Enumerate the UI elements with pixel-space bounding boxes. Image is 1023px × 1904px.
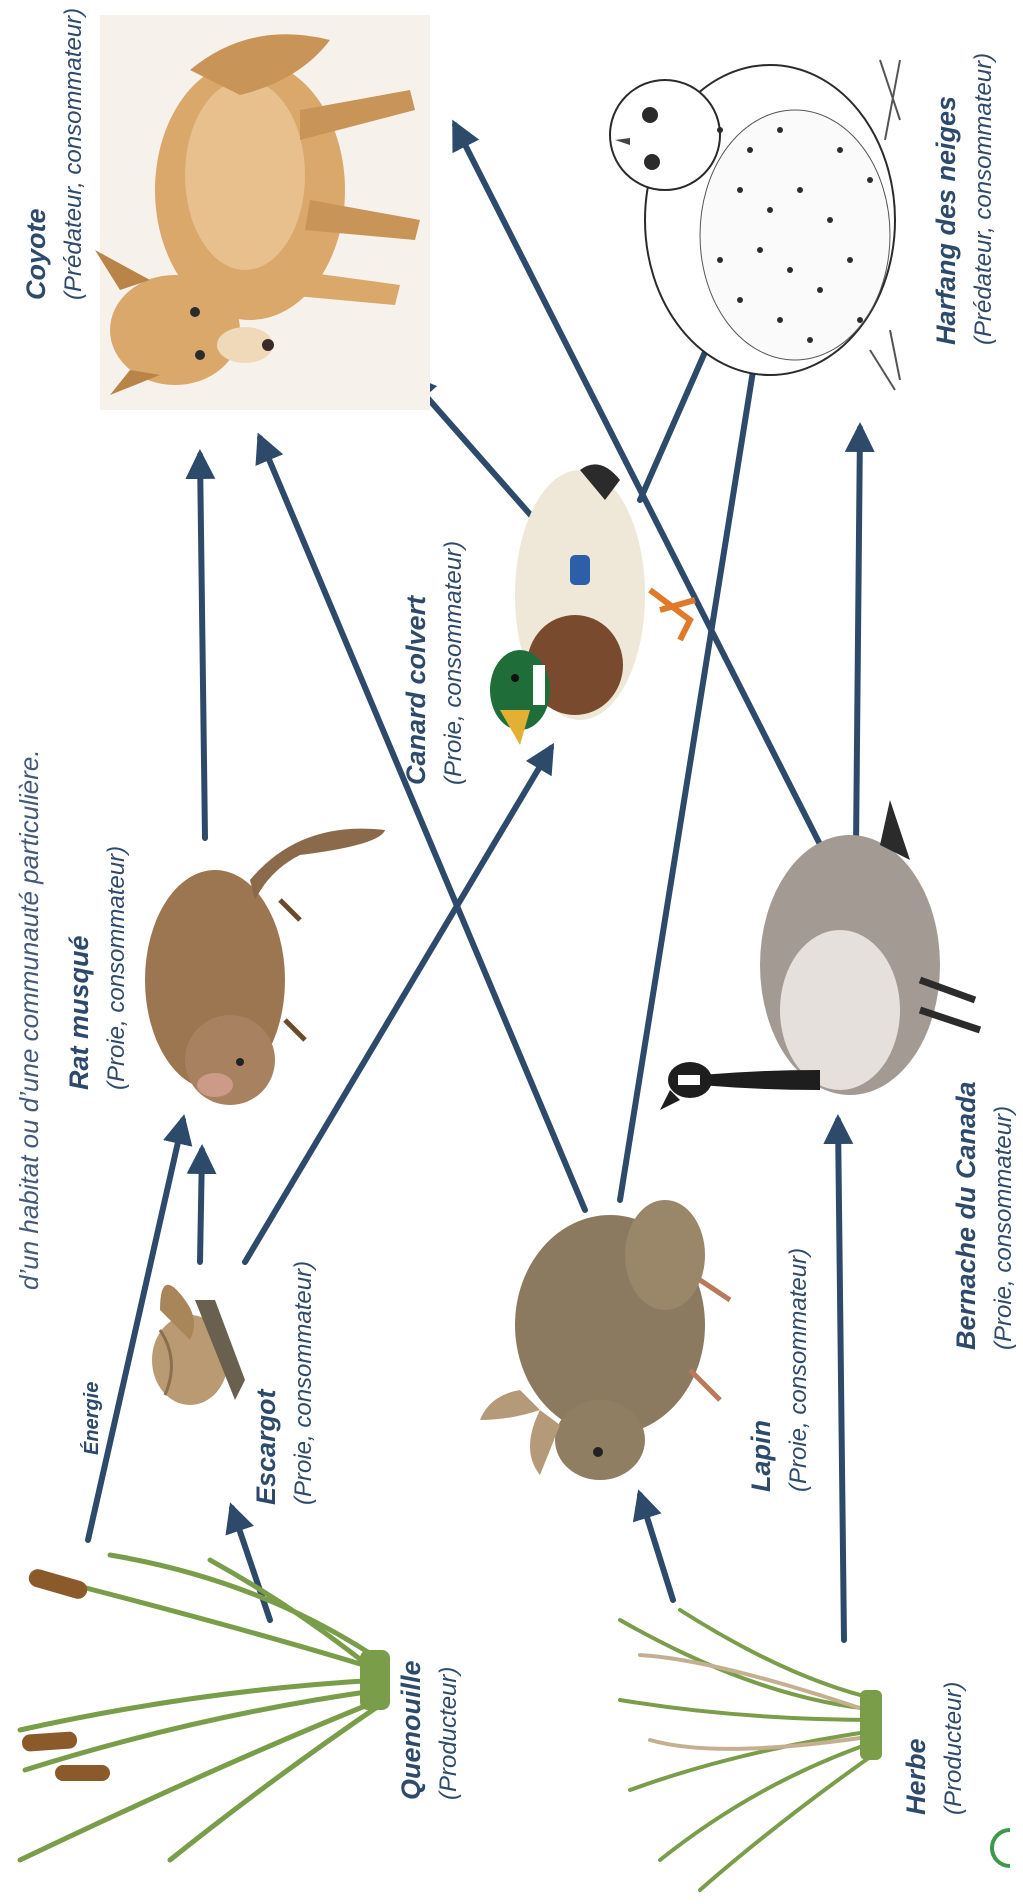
lapin-label: Lapin (Proie, consommateur)	[746, 1248, 812, 1492]
coyote-label: Coyote (Prédateur, consommateur)	[21, 8, 87, 300]
herbe-role: (Producteur)	[940, 1682, 967, 1815]
harfang-label: Harfang des neiges (Prédateur, consommat…	[931, 53, 997, 345]
coyote-icon	[95, 15, 430, 410]
rat-label: Rat musqué (Proie, consommateur)	[64, 846, 130, 1090]
arrow-rat-coyote	[200, 455, 205, 838]
quenouille-name: Quenouille	[396, 1660, 426, 1800]
bernache-label: Bernache du Canada (Proie, consommateur)	[951, 1081, 1017, 1350]
energy-label: Énergie	[80, 1382, 103, 1455]
escargot-role: (Proie, consommateur)	[290, 1261, 317, 1505]
muskrat-icon	[145, 829, 385, 1105]
harfang-role: (Prédateur, consommateur)	[970, 53, 997, 345]
herbe-name: Herbe	[901, 1738, 931, 1815]
lapin-role: (Proie, consommateur)	[785, 1248, 812, 1492]
coyote-name: Coyote	[21, 208, 51, 300]
arrow-escargot-rat	[200, 1150, 202, 1262]
owl-icon	[610, 60, 900, 390]
caption-text: d’un habitat ou d’une communauté particu…	[14, 749, 44, 1290]
herbe-label: Herbe (Producteur)	[901, 1682, 967, 1815]
canard-name: Canard colvert	[401, 595, 431, 785]
quenouille-role: (Producteur)	[435, 1667, 462, 1800]
canard-label: Canard colvert (Proie, consommateur)	[401, 541, 467, 785]
bernache-role: (Proie, consommateur)	[990, 1106, 1017, 1350]
rat-role: (Proie, consommateur)	[103, 846, 130, 1090]
arrow-bernache-harfang	[856, 428, 860, 848]
grass-icon	[620, 1610, 882, 1890]
rabbit-icon	[480, 1200, 730, 1480]
bernache-name: Bernache du Canada	[951, 1081, 981, 1350]
arrow-herbe-lapin	[640, 1495, 673, 1600]
quenouille-label: Quenouille (Producteur)	[396, 1660, 462, 1800]
escargot-label: Escargot (Proie, consommateur)	[251, 1261, 317, 1505]
harfang-name: Harfang des neiges	[931, 96, 961, 345]
arrow-herbe-bernache	[838, 1120, 844, 1640]
arrow-quenouille-escargot	[232, 1508, 270, 1620]
logo-icon	[992, 1830, 1010, 1866]
goose-icon	[660, 800, 980, 1110]
arrow-escargot-canard	[245, 748, 551, 1262]
snail-icon	[152, 1285, 245, 1405]
escargot-name: Escargot	[251, 1388, 281, 1505]
canard-role: (Proie, consommateur)	[440, 541, 467, 785]
coyote-role: (Prédateur, consommateur)	[60, 8, 87, 300]
rat-name: Rat musqué	[64, 935, 94, 1090]
cattail-icon	[20, 1555, 390, 1860]
lapin-name: Lapin	[746, 1420, 776, 1492]
